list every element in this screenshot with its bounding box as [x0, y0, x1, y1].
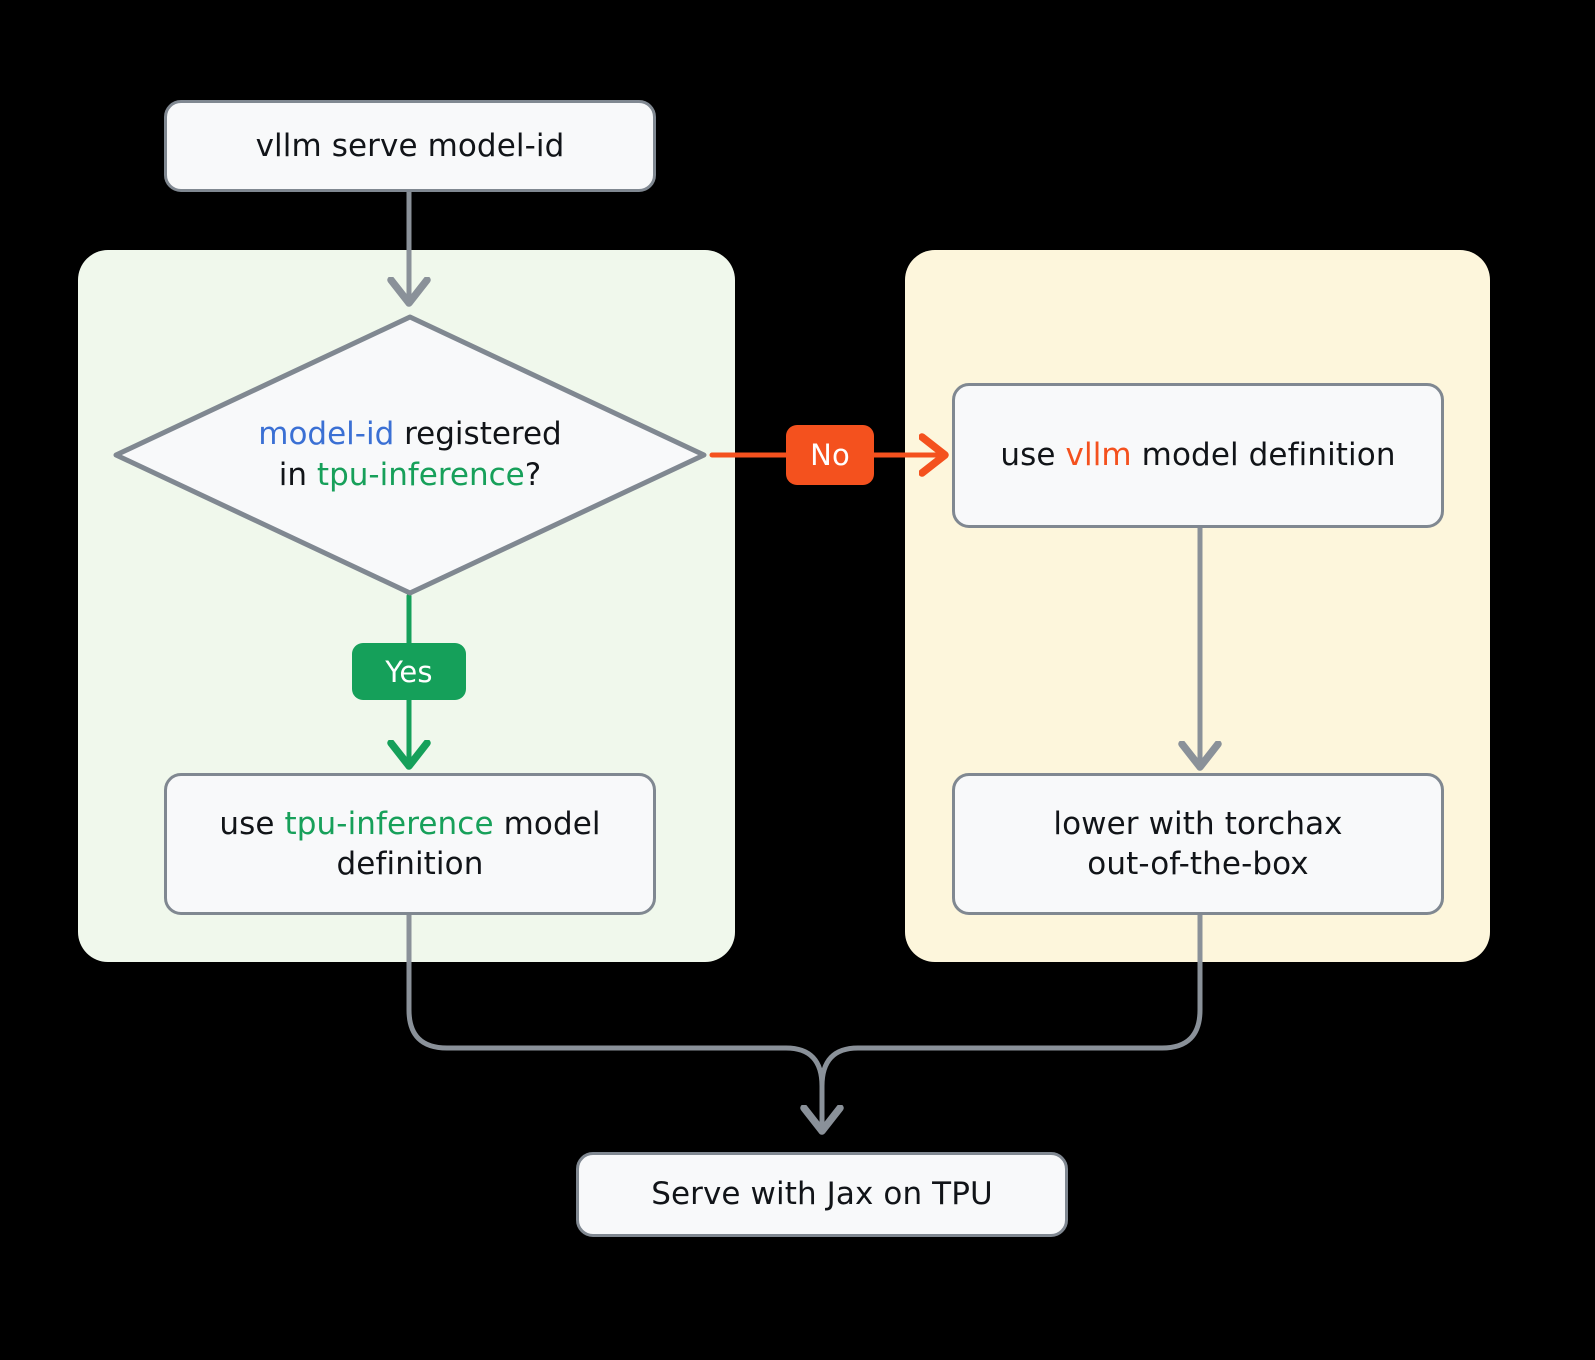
node-use-vllm-label: use vllm model definition — [1000, 435, 1395, 475]
use-tpu-inference-token: tpu-inference — [284, 805, 494, 842]
decision-model-id-token: model-id — [258, 416, 395, 453]
node-use-vllm-model-definition[interactable]: use vllm model definition — [952, 383, 1444, 528]
node-use-tpu-inference-label: use tpu-inference model definition — [185, 804, 635, 885]
use-tpu-inference-prefix: use — [219, 805, 285, 842]
decision-in-text: in — [278, 457, 317, 493]
node-start[interactable]: vllm serve model-id — [164, 100, 656, 192]
node-lower-with-torchax[interactable]: lower with torchax out-of-the-box — [952, 773, 1444, 915]
lower-torchax-line-1: lower with torchax — [1053, 805, 1343, 842]
decision-question-mark: ? — [524, 457, 542, 493]
use-tpu-inference-suffix: model definition — [336, 805, 601, 882]
edge-label-yes-text: Yes — [385, 654, 433, 689]
diamond-shape — [113, 314, 707, 596]
use-vllm-suffix: model definition — [1131, 437, 1396, 474]
edge-label-yes: Yes — [352, 643, 466, 700]
node-start-label: vllm serve model-id — [255, 127, 565, 164]
decision-tpu-inference-token: tpu-inference — [316, 457, 525, 493]
edge-label-no: No — [786, 425, 874, 485]
use-vllm-token: vllm — [1065, 437, 1132, 474]
decision-registered-text: registered — [394, 416, 562, 453]
use-vllm-prefix: use — [1000, 437, 1066, 474]
node-lower-torchax-label: lower with torchax out-of-the-box — [1053, 804, 1342, 885]
node-decision[interactable]: model-id registered in tpu-inference? — [108, 313, 712, 597]
node-decision-label: model-id registered in tpu-inference? — [108, 313, 712, 597]
node-serve-label: Serve with Jax on TPU — [651, 1176, 993, 1213]
lower-torchax-line-2: out-of-the-box — [1087, 846, 1309, 882]
node-use-tpu-inference-model-definition[interactable]: use tpu-inference model definition — [164, 773, 656, 915]
edge-label-no-text: No — [810, 438, 850, 472]
node-serve-with-jax-on-tpu[interactable]: Serve with Jax on TPU — [576, 1152, 1068, 1237]
